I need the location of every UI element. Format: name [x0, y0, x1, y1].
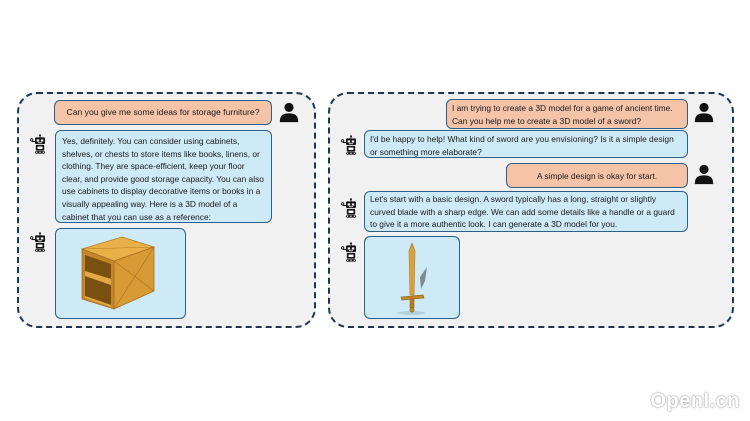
robot-icon — [341, 133, 361, 157]
cabinet-3d-model-image — [80, 236, 156, 310]
cabinet-image-frame — [55, 228, 186, 319]
robot-icon — [30, 132, 50, 156]
right-bot-message-2: Let's start with a basic design. A sword… — [364, 191, 688, 232]
right-bot-message-1: I'd be happy to help! What kind of sword… — [364, 130, 688, 158]
user-icon — [693, 163, 715, 185]
watermark-logo: OpenI.cn — [650, 390, 740, 412]
robot-icon — [30, 230, 50, 254]
right-user-message-1: I am trying to create a 3D model for a g… — [446, 99, 688, 129]
robot-icon — [341, 196, 361, 220]
left-user-message: Can you give me some ideas for storage f… — [54, 100, 272, 125]
left-bot-message: Yes, definitely. You can consider using … — [55, 130, 272, 223]
sword-3d-model-image — [397, 242, 427, 315]
user-icon — [693, 101, 715, 123]
user-icon — [278, 101, 300, 123]
sword-image-frame — [364, 236, 460, 319]
robot-icon — [341, 240, 361, 264]
right-user-message-2: A simple design is okay for start. — [506, 163, 688, 188]
